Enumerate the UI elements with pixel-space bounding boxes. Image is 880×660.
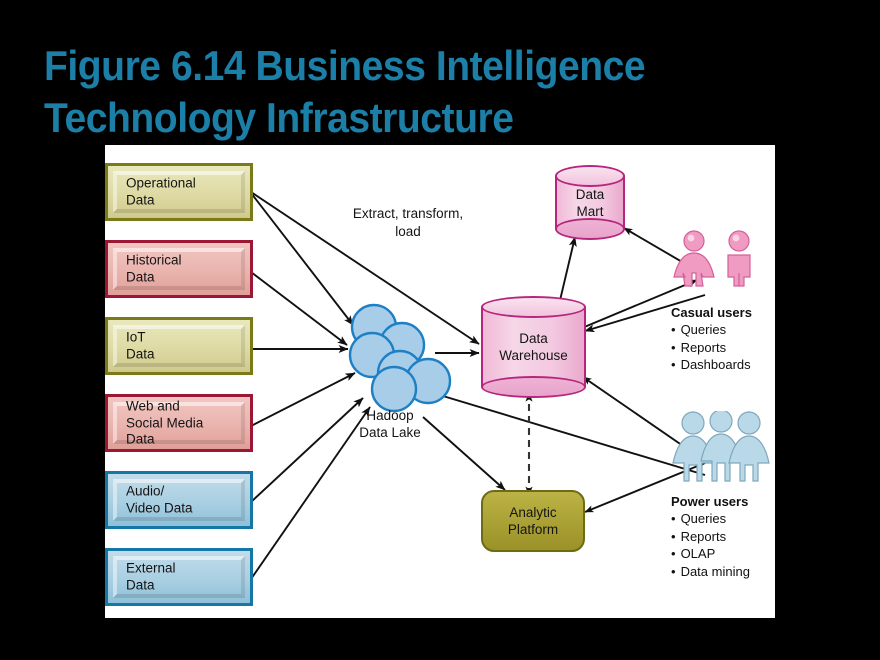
data-warehouse-label: Data Warehouse <box>499 331 568 363</box>
box-bevel <box>113 248 245 290</box>
power-users-figures-icon <box>672 409 770 482</box>
box-bevel <box>113 325 245 367</box>
source-box-iot-data[interactable]: IoT Data <box>105 317 253 375</box>
cylinder-top <box>481 296 586 318</box>
casual-users-figures-icon <box>673 230 751 287</box>
list-item: Dashboards <box>671 356 775 374</box>
analytic-platform-label: Analytic Platform <box>507 505 559 537</box>
list-item: Reports <box>671 339 775 357</box>
source-box-operational-data[interactable]: Operational Data <box>105 163 253 221</box>
page-title: Figure 6.14 Business Intelligence Techno… <box>44 40 788 144</box>
source-box-historical-data[interactable]: Historical Data <box>105 240 253 298</box>
source-label: Audio/ Video Data <box>126 483 193 516</box>
etl-label: Extract, transform, load <box>352 206 464 239</box>
diagram-panel: Operational Data Historical Data IoT Dat… <box>105 145 775 618</box>
list-item: Reports <box>671 528 775 546</box>
box-bevel <box>113 479 245 521</box>
cylinder-top <box>555 165 625 187</box>
box-bevel <box>113 556 245 598</box>
box-bevel <box>113 171 245 213</box>
power-users-list: Queries Reports OLAP Data mining <box>671 510 775 580</box>
source-label: External Data <box>126 560 176 593</box>
list-item: OLAP <box>671 545 775 563</box>
source-box-audio-video-data[interactable]: Audio/ Video Data <box>105 471 253 529</box>
analytic-platform-box[interactable]: Analytic Platform <box>481 490 585 552</box>
data-warehouse-cylinder[interactable]: Data Warehouse <box>481 296 586 398</box>
hadoop-cluster-icon <box>348 303 452 413</box>
source-box-external-data[interactable]: External Data <box>105 548 253 606</box>
cylinder-bottom <box>481 376 586 398</box>
source-label: Web and Social Media Data <box>126 398 204 447</box>
cylinder-body <box>481 307 586 387</box>
data-mart-label: Data Mart <box>575 186 605 219</box>
power-users-title: Power users <box>671 494 749 509</box>
title-line-1: Figure 6.14 Business Intelligence <box>44 42 646 89</box>
data-mart-cylinder[interactable]: Data Mart <box>555 165 625 240</box>
box-bevel <box>113 402 245 444</box>
source-label: Historical Data <box>126 252 182 285</box>
source-box-web-social-media-data[interactable]: Web and Social Media Data <box>105 394 253 452</box>
list-item: Queries <box>671 321 775 339</box>
casual-users-group[interactable]: Casual users Queries Reports Dashboards <box>671 230 775 374</box>
hadoop-label: Hadoop Data Lake <box>359 408 421 440</box>
source-label: Operational Data <box>126 175 196 208</box>
power-users-group[interactable]: Power users Queries Reports OLAP Data mi… <box>671 409 775 580</box>
casual-users-list: Queries Reports Dashboards <box>671 321 775 374</box>
list-item: Data mining <box>671 563 775 581</box>
casual-users-title: Casual users <box>671 305 752 320</box>
title-line-2: Technology Infrastructure <box>44 94 514 141</box>
cylinder-bottom <box>555 218 625 240</box>
source-label: IoT Data <box>126 329 155 362</box>
list-item: Queries <box>671 510 775 528</box>
hadoop-data-lake[interactable]: Hadoop Data Lake <box>344 303 456 453</box>
